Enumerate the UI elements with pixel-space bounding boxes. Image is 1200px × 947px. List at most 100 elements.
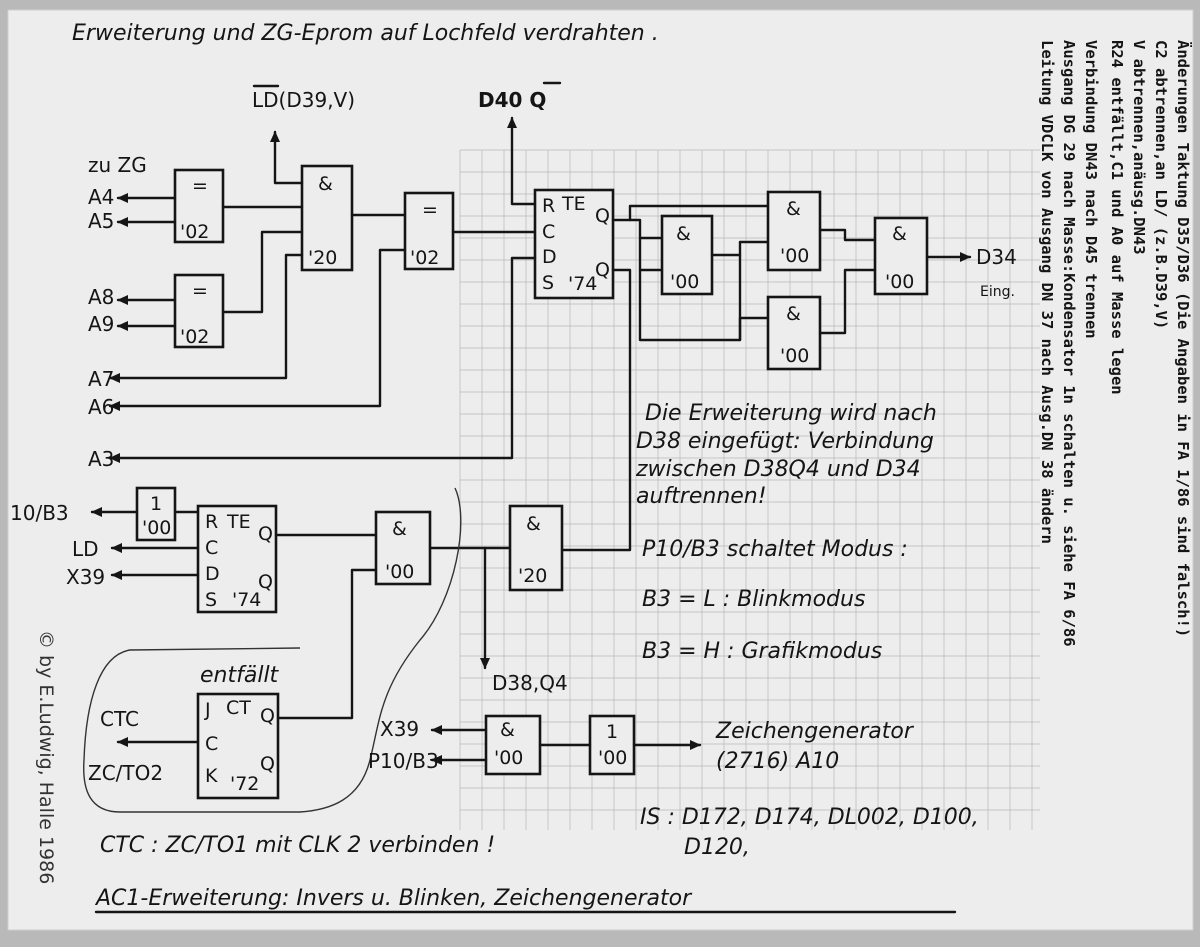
- gate-nand-00-zg: & '00: [484, 714, 542, 776]
- svg-text:'74: '74: [568, 273, 597, 295]
- svg-text:'00: '00: [494, 747, 523, 769]
- side-notes: Änderungen Taktung D35/D36 (Die Angaben …: [1038, 40, 1193, 647]
- label-x39: X39: [66, 565, 105, 589]
- svg-text:K: K: [205, 765, 218, 787]
- label-ctc: CTC: [100, 707, 139, 731]
- flipflop-74-top: R C D S TE Q Q '74: [533, 188, 615, 300]
- note-erweiterung: Die Erweiterung wird nach D38 eingefügt:…: [635, 401, 944, 509]
- svg-text:&: &: [392, 518, 407, 540]
- svg-text:C: C: [205, 733, 218, 755]
- svg-text:R24 entfällt,C1 und A0 auf Mas: R24 entfällt,C1 und A0 auf Masse legen: [1108, 40, 1126, 395]
- note-modus-title: P10/B3 schaltet Modus :: [642, 537, 908, 562]
- note-ic-list: IS : D172, D174, DL002, D100,: [640, 805, 979, 830]
- svg-text:TE: TE: [226, 511, 251, 533]
- label-x39-b: X39: [380, 717, 419, 741]
- label-a4: A4: [88, 185, 114, 209]
- gate-xor-02-mid: = '02: [403, 191, 455, 271]
- label-a8: A8: [88, 285, 114, 309]
- svg-text:S: S: [542, 272, 554, 294]
- wire-xor2-to-and: [221, 230, 304, 314]
- svg-text:TE: TE: [561, 193, 586, 215]
- svg-text:Leitung VDCLK von Ausgang DN 3: Leitung VDCLK von Ausgang DN 37 nach Aus…: [1038, 40, 1056, 544]
- wire-nand-a-to-b: [710, 240, 770, 257]
- wire-a7: [108, 253, 304, 383]
- svg-text:R: R: [205, 511, 218, 533]
- header-note: Erweiterung und ZG-Eprom auf Lochfeld ve…: [72, 21, 659, 46]
- svg-text:C: C: [205, 537, 218, 559]
- label-d38-q4: D38,Q4: [492, 671, 568, 695]
- svg-text:=: =: [422, 199, 438, 221]
- gate-and-20-top: & '20: [300, 164, 354, 272]
- svg-text:Q: Q: [595, 205, 610, 227]
- label-entfaellt: entfällt: [200, 663, 280, 688]
- label-d40-q: D40 Q: [478, 88, 546, 112]
- svg-text:&: &: [526, 513, 541, 535]
- label-d34: D34: [976, 245, 1017, 269]
- svg-text:&: &: [500, 719, 515, 741]
- label-a5: A5: [88, 209, 114, 233]
- svg-text:D: D: [205, 563, 220, 585]
- svg-text:Q: Q: [258, 571, 273, 593]
- label-a9: A9: [88, 312, 114, 336]
- wire-a3: [108, 256, 537, 463]
- wire-q-to-nand-b: [611, 204, 770, 222]
- diagram-title: AC1-Erweiterung: Invers u. Blinken, Zeic…: [94, 886, 693, 911]
- wire-nand-b-to-d: [818, 228, 877, 242]
- label-zu-zg: zu ZG: [88, 153, 147, 177]
- svg-text:D: D: [542, 246, 557, 268]
- gate-nand-00-d: & '00: [873, 216, 929, 296]
- svg-text:'20: '20: [308, 247, 337, 269]
- label-zeichengenerator: Zeichengenerator: [715, 719, 915, 744]
- svg-text:'00: '00: [598, 747, 627, 769]
- gate-xor-a8-a9: = '02: [173, 273, 225, 349]
- svg-text:C2 abtrennen,an LD/ (z.B.D39,V: C2 abtrennen,an LD/ (z.B.D39,V): [1152, 40, 1170, 329]
- svg-text:Q: Q: [260, 705, 275, 727]
- gate-xor-a4-a5: = '02: [173, 168, 225, 244]
- svg-text:&: &: [786, 198, 801, 220]
- svg-text:'20: '20: [518, 565, 547, 587]
- svg-text:V abtrennen,anäusg.DN43: V abtrennen,anäusg.DN43: [1130, 40, 1148, 255]
- wire-a6: [108, 248, 407, 411]
- wire-nand-c-to-d: [818, 268, 877, 335]
- paper: [7, 9, 1194, 931]
- wire-q-to-nand-c: [628, 218, 770, 342]
- label-p10-b3-b: P10/B3: [368, 749, 439, 773]
- svg-text:S: S: [205, 589, 217, 611]
- svg-text:'74: '74: [232, 589, 261, 611]
- svg-text:R: R: [542, 195, 555, 217]
- svg-text:&: &: [318, 173, 333, 195]
- note-ic-list-2: D120,: [684, 835, 750, 860]
- gate-nand-00-a: & '00: [660, 214, 714, 296]
- svg-text:Ausgang DG 29 nach Masse:Konde: Ausgang DG 29 nach Masse:Kondensator 1n …: [1060, 40, 1078, 647]
- svg-text:'02: '02: [180, 326, 209, 348]
- svg-text:=: =: [192, 280, 208, 302]
- svg-text:1: 1: [150, 493, 162, 515]
- gate-and-20-bottom: & '20: [508, 504, 564, 592]
- svg-text:'00: '00: [885, 271, 914, 293]
- svg-text:Q: Q: [258, 523, 273, 545]
- svg-text:1: 1: [606, 721, 618, 743]
- label-p10-b3: 10/B3: [10, 501, 69, 525]
- svg-text:'00: '00: [142, 517, 171, 539]
- svg-text:'00: '00: [780, 245, 809, 267]
- svg-text:Änderungen Taktung D35/D36 (Di: Änderungen Taktung D35/D36 (Die Angaben …: [1174, 40, 1193, 637]
- wire-ld-out: [270, 130, 304, 185]
- svg-text:CT: CT: [226, 697, 251, 719]
- wire-jk-to-nand: [276, 568, 378, 720]
- svg-text:&: &: [676, 223, 691, 245]
- svg-text:&: &: [892, 223, 907, 245]
- note-ctc: CTC : ZC/TO1 mit CLK 2 verbinden !: [100, 833, 495, 858]
- svg-text:'02: '02: [180, 221, 209, 243]
- svg-text:'00: '00: [780, 345, 809, 367]
- flipflop-74-bottom: R C D S TE Q Q '74: [196, 504, 278, 614]
- svg-text:Verbindung DN43 nach D45 trenn: Verbindung DN43 nach D45 trennen: [1082, 40, 1100, 339]
- svg-text:=: =: [192, 175, 208, 197]
- label-ld: LD: [72, 537, 99, 561]
- note-modus-h: B3 = H : Grafikmodus: [642, 639, 882, 664]
- svg-text:C: C: [542, 221, 555, 243]
- entfaellt-boundary: [83, 487, 462, 813]
- svg-text:Q: Q: [260, 753, 275, 775]
- svg-text:'72: '72: [230, 773, 259, 795]
